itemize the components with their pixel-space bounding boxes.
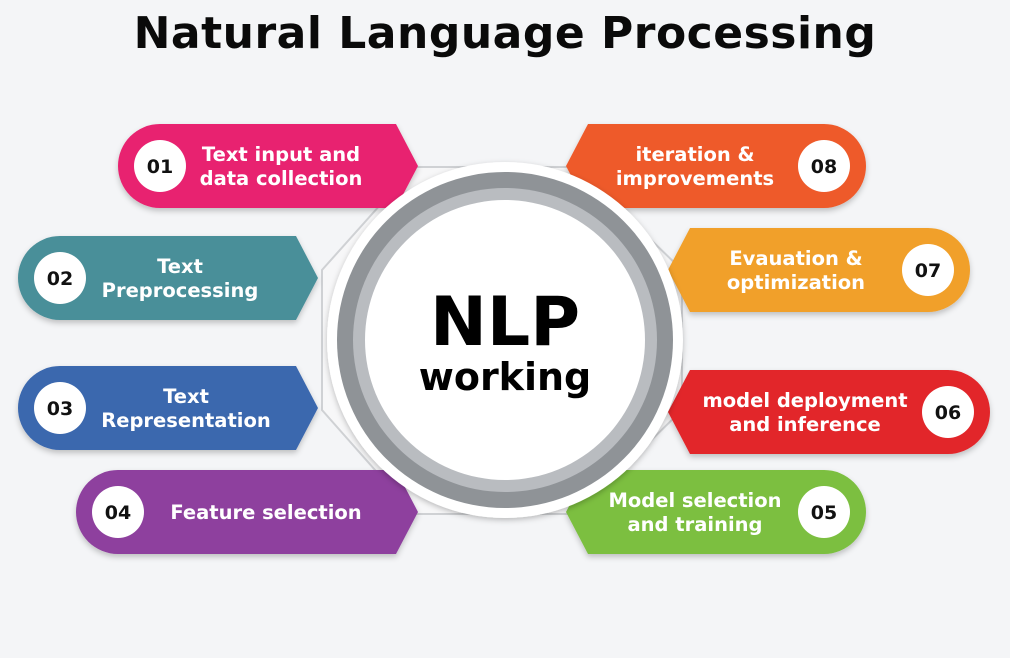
step-02-badge	[34, 252, 86, 304]
center-hub: NLP working	[327, 162, 683, 518]
center-subtitle: working	[419, 355, 592, 399]
step-05-badge	[798, 486, 850, 538]
step-07-label: Evauation &	[729, 247, 862, 270]
step-06-number: 06	[935, 402, 961, 424]
step-06-label: model deployment	[702, 389, 907, 412]
step-08-number: 08	[811, 156, 837, 178]
step-05-label: Model selection	[608, 489, 781, 512]
step-07: 07 Evauation &optimization	[668, 228, 970, 312]
step-01-banner	[118, 124, 418, 208]
step-07-badge	[902, 244, 954, 296]
step-03-number: 03	[47, 398, 73, 420]
step-08: 08 iteration &improvements	[566, 124, 866, 208]
step-03-label: Representation	[101, 409, 271, 432]
center-title: NLP	[430, 283, 580, 362]
step-02-label: Preprocessing	[102, 279, 259, 302]
step-04-badge	[92, 486, 144, 538]
page-title: Natural Language Processing	[133, 8, 877, 59]
step-07-label: optimization	[727, 271, 865, 294]
step-01-number: 01	[147, 156, 173, 178]
step-02-number: 02	[47, 268, 73, 290]
step-06-banner	[668, 370, 990, 454]
center-inner-disc	[365, 200, 645, 480]
step-07-banner	[668, 228, 970, 312]
step-04: 04 Feature selection	[76, 470, 418, 554]
step-05-label: and training	[628, 513, 763, 536]
step-06-badge	[922, 386, 974, 438]
step-05-banner	[566, 470, 866, 554]
step-02-banner	[18, 236, 318, 320]
step-01-label: data collection	[200, 167, 363, 190]
step-03-label: Text	[163, 385, 209, 408]
step-05-number: 05	[811, 502, 837, 524]
step-01-label: Text input and	[202, 143, 360, 166]
step-02-label: Text	[157, 255, 203, 278]
step-04-label: Feature selection	[170, 501, 361, 524]
step-08-label: improvements	[616, 167, 774, 190]
step-03-banner	[18, 366, 318, 450]
step-04-banner	[76, 470, 418, 554]
step-08-banner	[566, 124, 866, 208]
step-01-badge	[134, 140, 186, 192]
step-07-number: 07	[915, 260, 941, 282]
step-08-badge	[798, 140, 850, 192]
step-06-label: and inference	[729, 413, 881, 436]
step-08-label: iteration &	[635, 143, 754, 166]
step-04-number: 04	[105, 502, 131, 524]
step-03-badge	[34, 382, 86, 434]
